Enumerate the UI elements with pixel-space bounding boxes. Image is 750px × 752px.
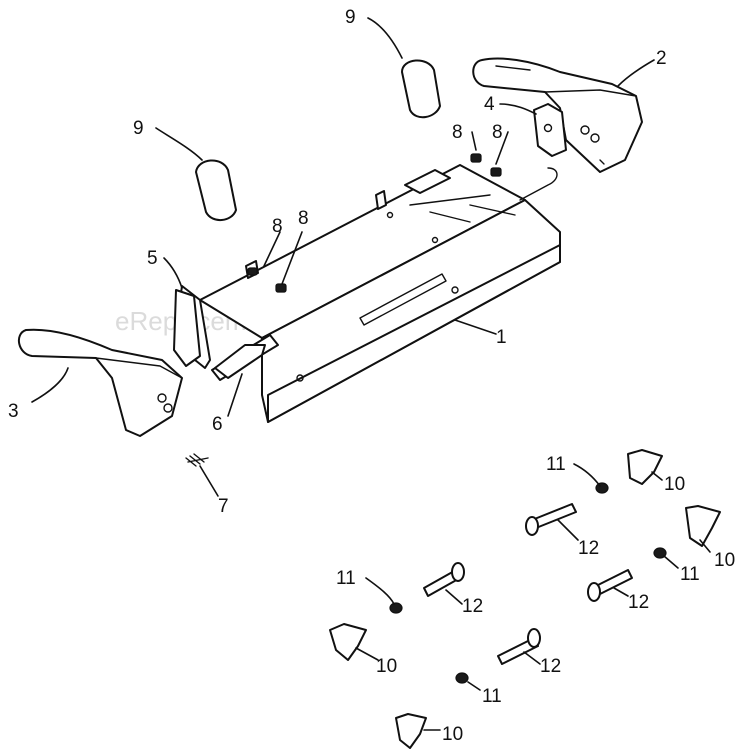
callout-1: 1 [496, 327, 507, 348]
callout-9-left: 9 [133, 118, 144, 139]
bolts [247, 153, 502, 293]
pins [423, 503, 633, 665]
knobs [329, 449, 721, 749]
grip-bracket-right [472, 57, 643, 173]
callout-5: 5 [147, 248, 158, 269]
callout-9-top: 9 [345, 7, 356, 28]
callout-12-c: 12 [462, 596, 483, 617]
clip [214, 344, 266, 379]
callout-8-a: 8 [452, 122, 463, 143]
callout-6: 6 [212, 414, 223, 435]
callout-10-d: 10 [442, 724, 463, 745]
callout-8-c: 8 [272, 216, 283, 237]
callout-7: 7 [218, 496, 229, 517]
spring-pin [185, 453, 209, 467]
callout-10-a: 10 [664, 474, 685, 495]
main-frame [179, 164, 561, 423]
callout-8-b: 8 [492, 122, 503, 143]
leader-lines [31, 17, 711, 731]
small-bracket [533, 103, 567, 157]
grip-bracket-left [17, 328, 183, 437]
callout-10-b: 10 [714, 550, 735, 571]
callout-3: 3 [8, 401, 19, 422]
callout-11-a: 11 [546, 454, 566, 475]
callout-2: 2 [656, 48, 667, 69]
callout-12-b: 12 [628, 592, 649, 613]
callout-4: 4 [484, 94, 495, 115]
callout-11-b: 11 [680, 564, 700, 585]
callout-12-d: 12 [540, 656, 561, 677]
callout-10-c: 10 [376, 656, 397, 677]
callout-12-a: 12 [578, 538, 599, 559]
callout-8-d: 8 [298, 208, 309, 229]
callout-11-d: 11 [482, 686, 502, 707]
side-plate-left [173, 289, 201, 367]
callout-11-c: 11 [336, 568, 356, 589]
feet [195, 59, 441, 221]
callout-labels: 9 9 2 4 8 8 8 8 5 1 3 6 7 11 10 12 10 11… [8, 7, 735, 745]
